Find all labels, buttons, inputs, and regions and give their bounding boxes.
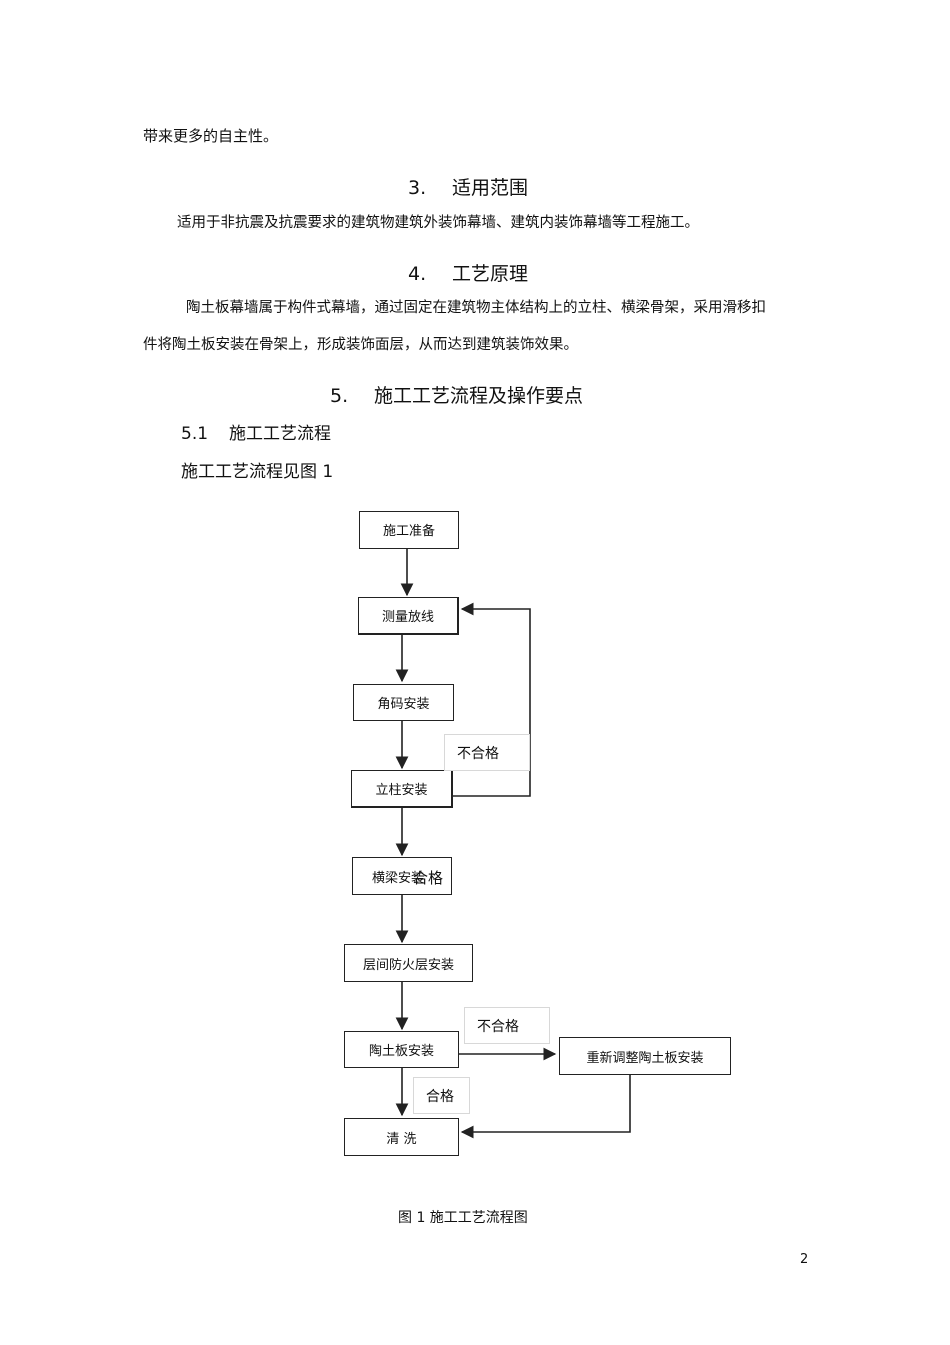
step-construction-prep: 施工准备 — [359, 511, 459, 549]
figure-caption: 图 1 施工工艺流程图 — [398, 1210, 528, 1226]
step-cleaning: 清 洗 — [344, 1118, 459, 1156]
label-fail-column: 不合格 — [444, 734, 530, 771]
label-pass-panel: 合格 — [413, 1077, 470, 1114]
label-pass-column: 合格 — [413, 868, 444, 887]
section-3-body: 适用于非抗震及抗震要求的建筑物建筑外装饰幕墙、建筑内装饰幕墙等工程施工。 — [177, 215, 699, 231]
section-3-title: 适用范围 — [452, 177, 529, 199]
section-4-body-line-1: 陶土板幕墙属于构件式幕墙，通过固定在建筑物主体结构上的立柱、横梁骨架，采用滑移扣 — [186, 300, 766, 316]
step-clay-panel-install: 陶土板安装 — [344, 1031, 459, 1068]
section-5-number: 5. — [330, 385, 349, 407]
section-3-heading: 3. 适用范围 — [408, 173, 528, 200]
paragraph-continuation: 带来更多的自主性。 — [143, 127, 279, 145]
section-5-title: 施工工艺流程及操作要点 — [374, 385, 584, 407]
section-4-heading: 4. 工艺原理 — [408, 259, 528, 286]
section-4-title: 工艺原理 — [452, 263, 529, 285]
step-readjust-panel: 重新调整陶土板安装 — [559, 1037, 731, 1075]
step-survey-layout: 测量放线 — [358, 597, 459, 635]
section-5-heading: 5. 施工工艺流程及操作要点 — [330, 381, 583, 408]
label-fail-panel: 不合格 — [464, 1007, 550, 1044]
section-3-number: 3. — [408, 177, 427, 199]
subsection-5-1-title: 施工工艺流程 — [229, 424, 331, 444]
step-column-install: 立柱安装 — [351, 770, 453, 808]
subsection-5-1-body: 施工工艺流程见图 1 — [181, 462, 334, 482]
section-4-body-line-2: 件将陶土板安装在骨架上，形成装饰面层，从而达到建筑装饰效果。 — [143, 337, 578, 353]
feedback-column-to-survey — [453, 602, 531, 797]
subsection-5-1-heading: 5.1 施工工艺流程 — [181, 419, 331, 444]
page-number: 2 — [800, 1252, 809, 1267]
step-firestop-install: 层间防火层安装 — [344, 944, 473, 982]
feedback-readjust-to-clean — [460, 1074, 631, 1139]
subsection-5-1-number: 5.1 — [181, 424, 209, 444]
step-beam-install: 横梁安装 — [352, 857, 452, 895]
step-bracket-install: 角码安装 — [353, 684, 454, 721]
section-4-number: 4. — [408, 263, 427, 285]
